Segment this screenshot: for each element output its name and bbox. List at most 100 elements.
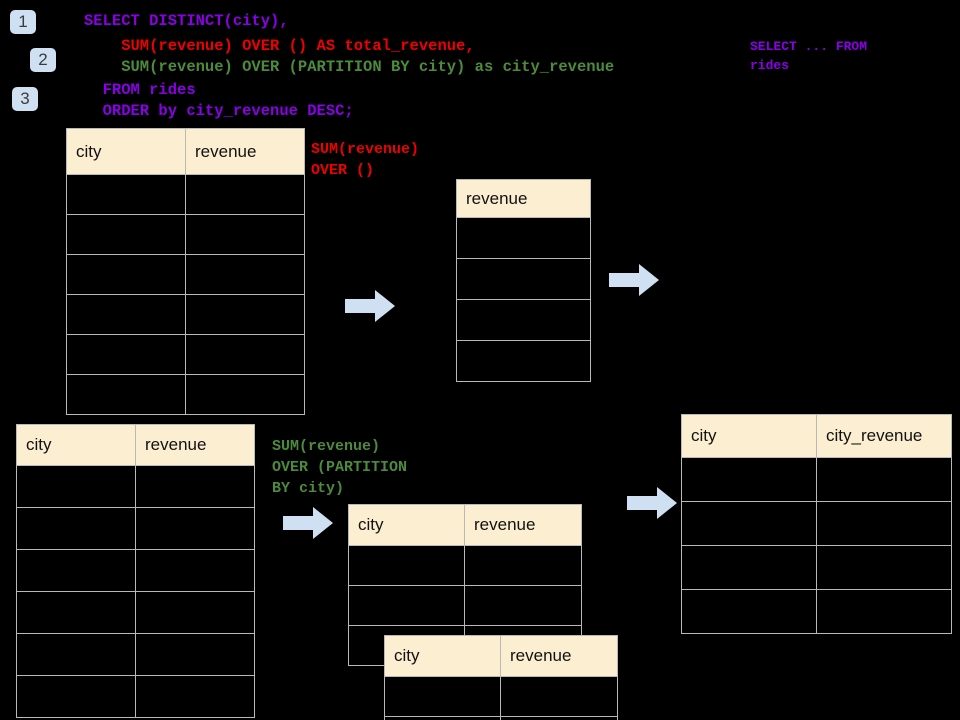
column-header-city: city <box>348 504 465 546</box>
sql-line-select-distinct: SELECT DISTINCT(city), <box>84 12 289 30</box>
cell-revenue <box>456 299 591 341</box>
cell-revenue <box>185 374 305 415</box>
step-badge-1[interactable]: 1 <box>10 10 36 34</box>
cell-revenue <box>185 294 305 335</box>
rides-source-table-top: city revenue <box>66 128 305 415</box>
table-row <box>16 507 255 550</box>
table-row <box>16 591 255 634</box>
cell-revenue <box>185 174 305 215</box>
table-row <box>66 334 305 375</box>
cell-city <box>16 507 136 550</box>
cell-city <box>66 214 186 255</box>
table-header-row: city revenue <box>16 424 255 466</box>
cell-city <box>681 457 817 502</box>
table-row <box>66 174 305 215</box>
column-header-city-revenue: city_revenue <box>816 414 952 458</box>
cell-revenue <box>464 585 582 626</box>
column-header-revenue: revenue <box>500 635 618 677</box>
table-row <box>456 217 591 259</box>
table-header-row: city revenue <box>348 504 582 546</box>
table-row <box>456 299 591 341</box>
column-header-revenue: revenue <box>464 504 582 546</box>
cell-revenue <box>464 545 582 586</box>
table-row <box>66 214 305 255</box>
cell-revenue <box>500 716 618 720</box>
cell-city <box>16 633 136 676</box>
cell-city-revenue <box>816 545 952 590</box>
column-header-city: city <box>384 635 501 677</box>
cell-revenue <box>185 214 305 255</box>
table-header-row: revenue <box>456 179 591 218</box>
column-header-revenue: revenue <box>135 424 255 466</box>
cell-city <box>66 334 186 375</box>
table-row <box>681 501 952 546</box>
cell-revenue <box>135 465 255 508</box>
annotation-sum-over-empty: SUM(revenue) OVER () <box>311 141 420 179</box>
table-header-row: city city_revenue <box>681 414 952 458</box>
sql-line-sum-over-partition: SUM(revenue) OVER (PARTITION BY city) as… <box>84 58 615 76</box>
cell-revenue <box>135 591 255 634</box>
table-row <box>456 258 591 300</box>
table-header-row: city revenue <box>66 128 305 175</box>
cell-city <box>16 465 136 508</box>
cell-city <box>384 676 501 717</box>
cell-city <box>681 545 817 590</box>
cell-revenue <box>456 258 591 300</box>
sql-line-from: FROM rides <box>84 81 196 99</box>
table-row <box>16 633 255 676</box>
cell-revenue <box>135 507 255 550</box>
cell-city <box>348 545 465 586</box>
column-header-revenue: revenue <box>185 128 305 175</box>
cell-city <box>681 589 817 634</box>
cell-city <box>66 374 186 415</box>
sql-line-sum-over-empty: SUM(revenue) OVER () AS total_revenue, <box>84 37 475 55</box>
total-revenue-table: revenue <box>456 179 591 382</box>
cell-city-revenue <box>816 589 952 634</box>
table-row <box>348 545 582 586</box>
cell-city <box>384 716 501 720</box>
column-header-revenue: revenue <box>456 179 591 218</box>
cell-city <box>681 501 817 546</box>
step-badge-3[interactable]: 3 <box>12 87 38 111</box>
table-row <box>456 340 591 382</box>
sql-line-order-by: ORDER by city_revenue DESC; <box>84 102 354 120</box>
cell-city <box>66 294 186 335</box>
cell-revenue <box>456 340 591 382</box>
cell-revenue <box>135 675 255 718</box>
arrow-partition-to-result <box>627 487 677 524</box>
cell-revenue <box>500 676 618 717</box>
table-row <box>348 585 582 626</box>
column-header-city: city <box>66 128 186 175</box>
cell-city-revenue <box>816 501 952 546</box>
cell-revenue <box>456 217 591 259</box>
arrow-source-to-partition <box>283 507 333 544</box>
table-row <box>16 549 255 592</box>
table-row <box>384 716 618 720</box>
cell-city-revenue <box>816 457 952 502</box>
table-row <box>681 545 952 590</box>
table-row <box>681 589 952 634</box>
cell-city <box>16 549 136 592</box>
table-row <box>66 374 305 415</box>
table-row <box>16 465 255 508</box>
cell-revenue <box>185 254 305 295</box>
step-badge-2[interactable]: 2 <box>30 48 56 72</box>
cell-city <box>66 174 186 215</box>
table-header-row: city revenue <box>384 635 618 677</box>
annotation-select-from-rides: SELECT ... FROM rides <box>750 39 868 73</box>
table-row <box>66 254 305 295</box>
cell-revenue <box>135 549 255 592</box>
table-row <box>384 676 618 717</box>
arrow-total-to-result <box>609 264 659 301</box>
table-row <box>681 457 952 502</box>
cell-revenue <box>185 334 305 375</box>
annotation-sum-over-partition: SUM(revenue) OVER (PARTITION BY city) <box>272 438 408 497</box>
cell-city <box>66 254 186 295</box>
column-header-city: city <box>681 414 817 458</box>
table-row <box>16 675 255 718</box>
partition-group-table-front: city revenue <box>384 635 618 720</box>
arrow-source-to-total <box>345 290 395 327</box>
cell-city <box>16 675 136 718</box>
cell-city <box>348 585 465 626</box>
